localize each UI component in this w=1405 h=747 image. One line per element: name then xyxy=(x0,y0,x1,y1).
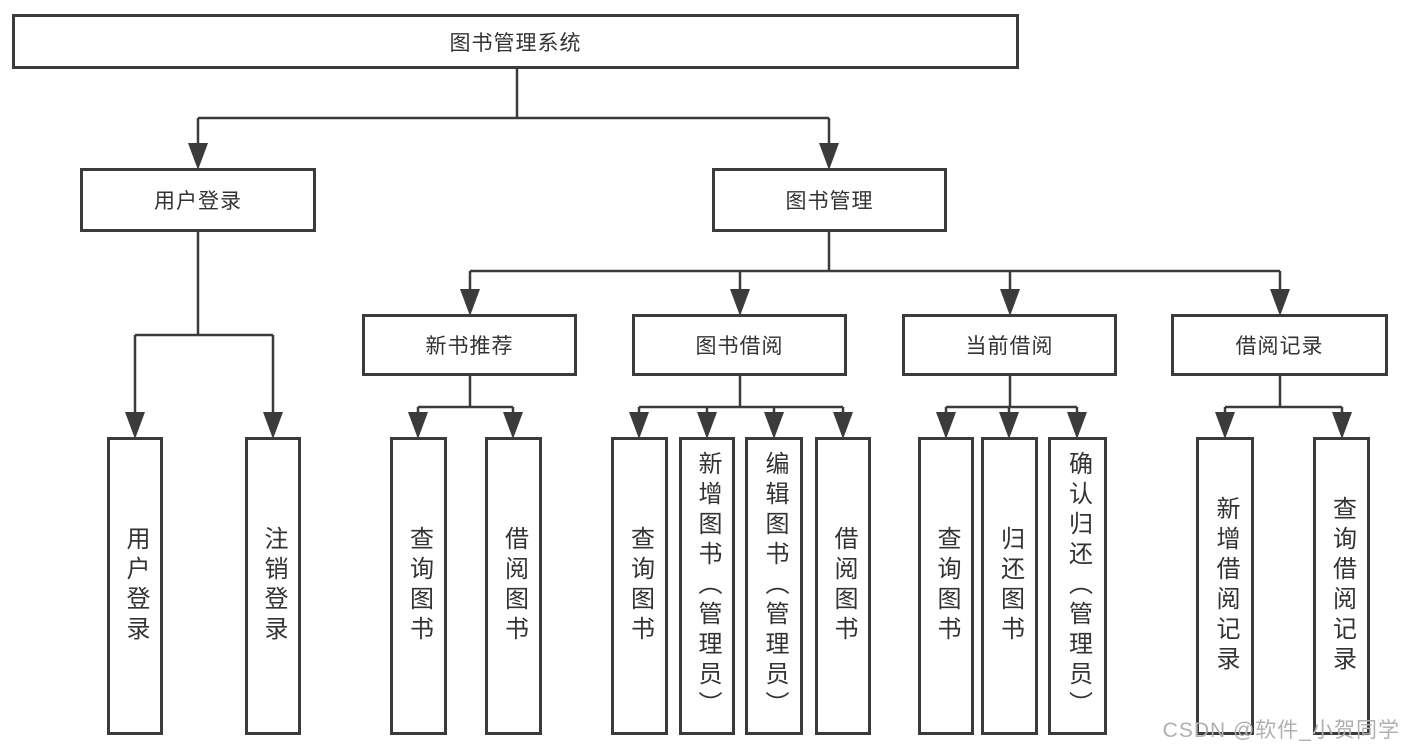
arrow-down-icon xyxy=(1067,412,1087,439)
node-leaf-return-books: 归还图书 xyxy=(981,437,1038,735)
arrow-down-icon xyxy=(819,143,839,170)
node-leaf-logout: 注销登录 xyxy=(245,437,301,735)
connector-book-borrow-to-children xyxy=(637,376,845,414)
arrow-down-icon xyxy=(764,412,784,439)
arrowhead-icons xyxy=(125,143,1352,439)
node-user-login: 用户登录 xyxy=(80,168,316,232)
node-book-borrowing: 图书借阅 xyxy=(632,314,847,376)
arrow-down-icon xyxy=(408,412,428,439)
node-book-management: 图书管理 xyxy=(712,168,947,232)
node-leaf-query-books-current: 查询图书 xyxy=(918,437,974,735)
node-leaf-edit-books-admin: 编辑图书（管理员） xyxy=(745,437,803,735)
connector-lines xyxy=(133,69,1344,414)
arrow-down-icon xyxy=(503,412,523,439)
arrow-down-icon xyxy=(1270,289,1290,316)
arrow-down-icon xyxy=(263,412,283,439)
arrow-down-icon xyxy=(1000,289,1020,316)
node-current-borrowing: 当前借阅 xyxy=(902,314,1117,376)
arrow-down-icon xyxy=(460,289,480,316)
arrow-down-icon xyxy=(936,412,956,439)
arrow-down-icon xyxy=(1332,412,1352,439)
connector-user-login-to-children xyxy=(133,232,275,413)
arrow-down-icon xyxy=(833,412,853,439)
node-new-book-recommendation: 新书推荐 xyxy=(362,314,577,376)
connector-book-mgmt-to-level3 xyxy=(468,232,1282,292)
node-leaf-query-books-borrowing: 查询图书 xyxy=(611,437,668,735)
arrow-down-icon xyxy=(697,412,717,439)
arrow-down-icon xyxy=(629,412,649,439)
connector-new-book-rec-to-children xyxy=(416,376,515,414)
node-leaf-query-borrow-record: 查询借阅记录 xyxy=(1313,437,1370,735)
arrow-down-icon xyxy=(1215,412,1235,439)
node-leaf-query-books-recommend: 查询图书 xyxy=(390,437,447,735)
connector-borrow-records-to-children xyxy=(1223,376,1344,414)
node-leaf-confirm-return-admin: 确认归还（管理员） xyxy=(1048,437,1107,735)
csdn-watermark: CSDN @软件_小贺同学 xyxy=(1162,719,1400,742)
arrow-down-icon xyxy=(188,143,208,170)
node-borrowing-records: 借阅记录 xyxy=(1171,314,1388,376)
node-leaf-borrow-books-recommend: 借阅图书 xyxy=(485,437,542,735)
node-leaf-borrow-books: 借阅图书 xyxy=(815,437,871,735)
connector-current-borrow-to-children xyxy=(944,376,1079,414)
node-leaf-user-login: 用户登录 xyxy=(107,437,163,735)
connector-root-to-level2 xyxy=(196,69,831,146)
node-library-management-system: 图书管理系统 xyxy=(12,14,1019,69)
node-leaf-add-books-admin: 新增图书（管理员） xyxy=(679,437,735,735)
node-leaf-add-borrow-record: 新增借阅记录 xyxy=(1196,437,1254,735)
arrow-down-icon xyxy=(999,412,1019,439)
arrow-down-icon xyxy=(730,289,750,316)
arrow-down-icon xyxy=(125,412,145,439)
